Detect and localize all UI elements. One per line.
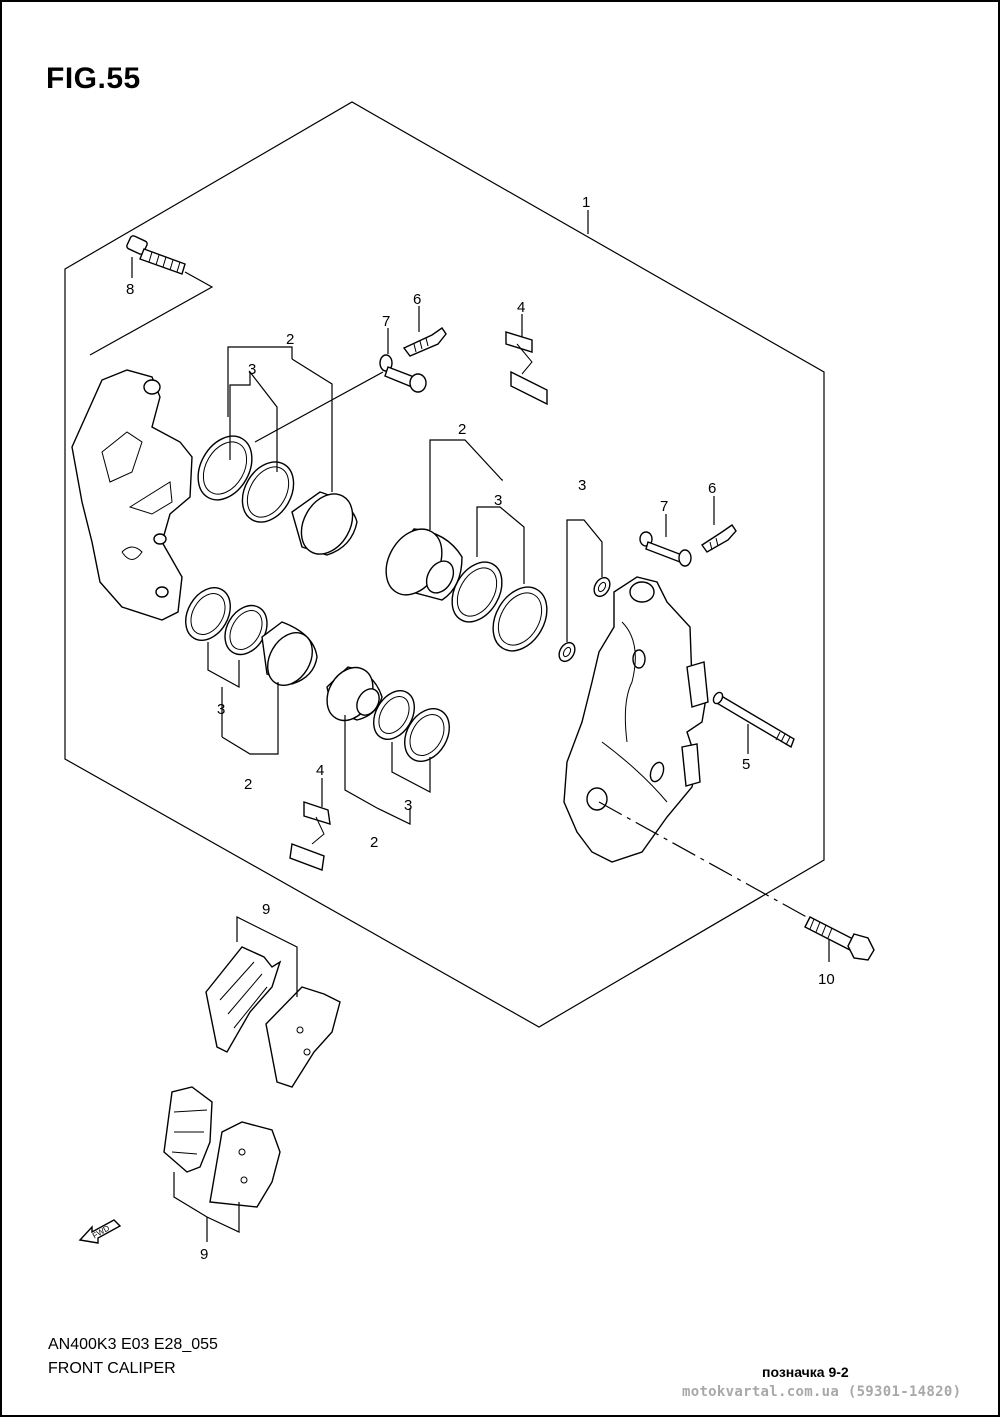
diagram-caption: FRONT CALIPER: [48, 1360, 176, 1377]
callout-10: 10: [818, 971, 835, 988]
callout-6a: 6: [413, 291, 421, 308]
callout-3b: 3: [494, 492, 502, 509]
callout-2b: 2: [458, 421, 466, 438]
callout-8: 8: [126, 281, 134, 298]
brake-pad-set-lower: [163, 1086, 281, 1208]
reference-label: позначка 9-2: [762, 1364, 849, 1380]
callout-3c: 3: [578, 477, 586, 494]
callout-3d: 3: [217, 701, 225, 718]
bleeder-valve-lower: [701, 524, 737, 553]
piston-seal-set-upper-left: [197, 435, 358, 556]
leader-7a-path: [254, 371, 384, 443]
callout-labels: 1 2 3 2 3 3 3 2 3 2 4 4 5 6 6 7 7 8 9 9 …: [126, 194, 835, 1263]
callout-4a: 4: [517, 299, 525, 316]
callout-2d: 2: [370, 834, 378, 851]
pad-spring-upper: [505, 331, 548, 406]
callout-5: 5: [742, 756, 750, 773]
callout-1: 1: [582, 194, 590, 211]
model-code-label: AN400K3 E03 E28_055: [48, 1336, 218, 1353]
callout-7a: 7: [382, 313, 390, 330]
brake-pad-set-upper: [205, 946, 341, 1088]
callout-7b: 7: [660, 498, 668, 515]
caliper-mounting-bolt: [804, 916, 875, 961]
bleeder-cap-upper: [379, 354, 427, 393]
callout-2a: 2: [286, 331, 294, 348]
piston-seal-set-upper-right: [385, 528, 548, 652]
caliper-body: [563, 576, 709, 863]
callout-9a: 9: [262, 901, 270, 918]
pad-spring-lower: [289, 801, 331, 871]
dust-seals-right: [558, 576, 611, 663]
callout-leaders: [131, 257, 830, 1242]
bracket-bolt: [126, 235, 186, 275]
callout-6b: 6: [708, 480, 716, 497]
callout-9b: 9: [200, 1246, 208, 1263]
callout-3e: 3: [404, 797, 412, 814]
forward-arrow-icon: FWD: [78, 1219, 122, 1244]
pad-pin: [712, 691, 795, 749]
figure-title: FIG.55: [46, 62, 141, 95]
leader-bracket: [89, 271, 214, 356]
piston-seal-set-lower-right: [326, 666, 450, 762]
piston-seal-set-lower-left: [185, 587, 318, 686]
site-watermark: motokvartal.com.ua (59301-14820): [682, 1384, 962, 1400]
bleeder-cap-lower: [639, 531, 692, 567]
callout-4b: 4: [316, 762, 324, 779]
assembly-outline: [64, 101, 825, 1028]
bleeder-valve-upper: [402, 327, 447, 357]
caliper-bracket: [71, 369, 193, 621]
callout-3a: 3: [248, 361, 256, 378]
leader-10-path: [598, 801, 813, 921]
callout-2c: 2: [244, 776, 252, 793]
